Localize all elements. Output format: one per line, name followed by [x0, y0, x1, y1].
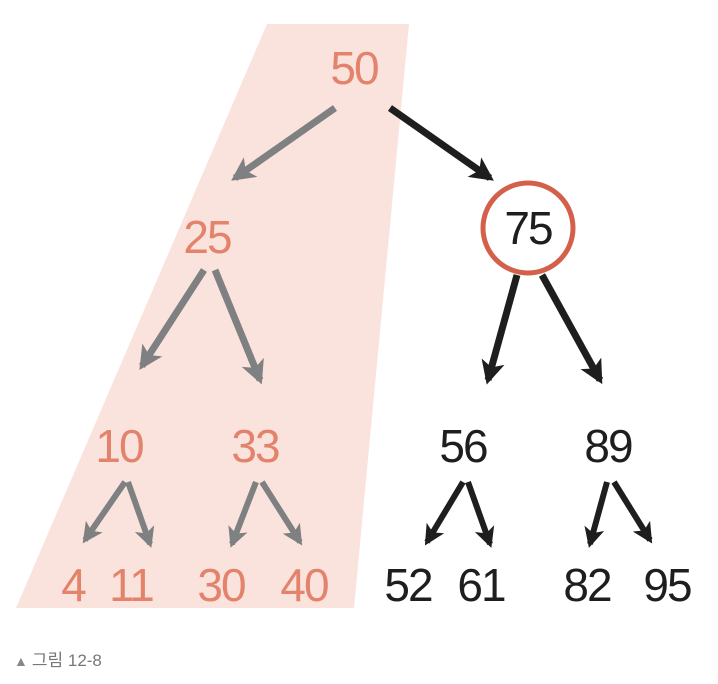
node-52: 52	[384, 559, 432, 611]
figure-caption: ▲그림 12-8	[14, 646, 102, 671]
edge-89-82	[584, 481, 610, 548]
node-56: 56	[439, 420, 487, 472]
node-4: 4	[61, 559, 86, 611]
edge-89-95	[611, 480, 653, 544]
node-89: 89	[584, 420, 632, 472]
node-75: 75	[504, 202, 552, 254]
edge-56-61	[465, 480, 495, 548]
edge-10-11	[125, 480, 155, 548]
node-33: 33	[231, 420, 279, 472]
node-40: 40	[280, 559, 328, 611]
edge-25-33	[211, 268, 264, 385]
edge-50-25	[231, 105, 338, 181]
node-82: 82	[563, 559, 611, 611]
binary-tree-diagram: 50 25 75 10 33 56 89 4 11 30 40 52 61 82…	[16, 24, 693, 611]
left-subtree-highlight	[16, 24, 409, 608]
figure-caption-text: 그림 12-8	[31, 651, 102, 670]
edge-50-75	[387, 105, 494, 181]
tree-edges	[82, 105, 653, 548]
tree-nodes: 50 25 75 10 33 56 89 4 11 30 40 52 61 82…	[61, 42, 693, 611]
node-25: 25	[183, 211, 231, 263]
node-61: 61	[457, 559, 505, 611]
node-50: 50	[330, 42, 378, 94]
edge-25-10	[139, 268, 207, 370]
highlight-circle-75	[480, 180, 576, 276]
edge-56-52	[424, 480, 466, 546]
edge-33-40	[259, 480, 303, 546]
node-11: 11	[109, 559, 153, 611]
edge-33-30	[228, 480, 259, 548]
edge-75-56	[481, 274, 521, 385]
edge-75-89	[538, 273, 604, 385]
node-30: 30	[197, 559, 245, 611]
node-95: 95	[643, 559, 691, 611]
triangle-marker-icon: ▲	[14, 653, 28, 669]
node-10: 10	[95, 420, 143, 472]
edge-10-4	[82, 480, 128, 544]
